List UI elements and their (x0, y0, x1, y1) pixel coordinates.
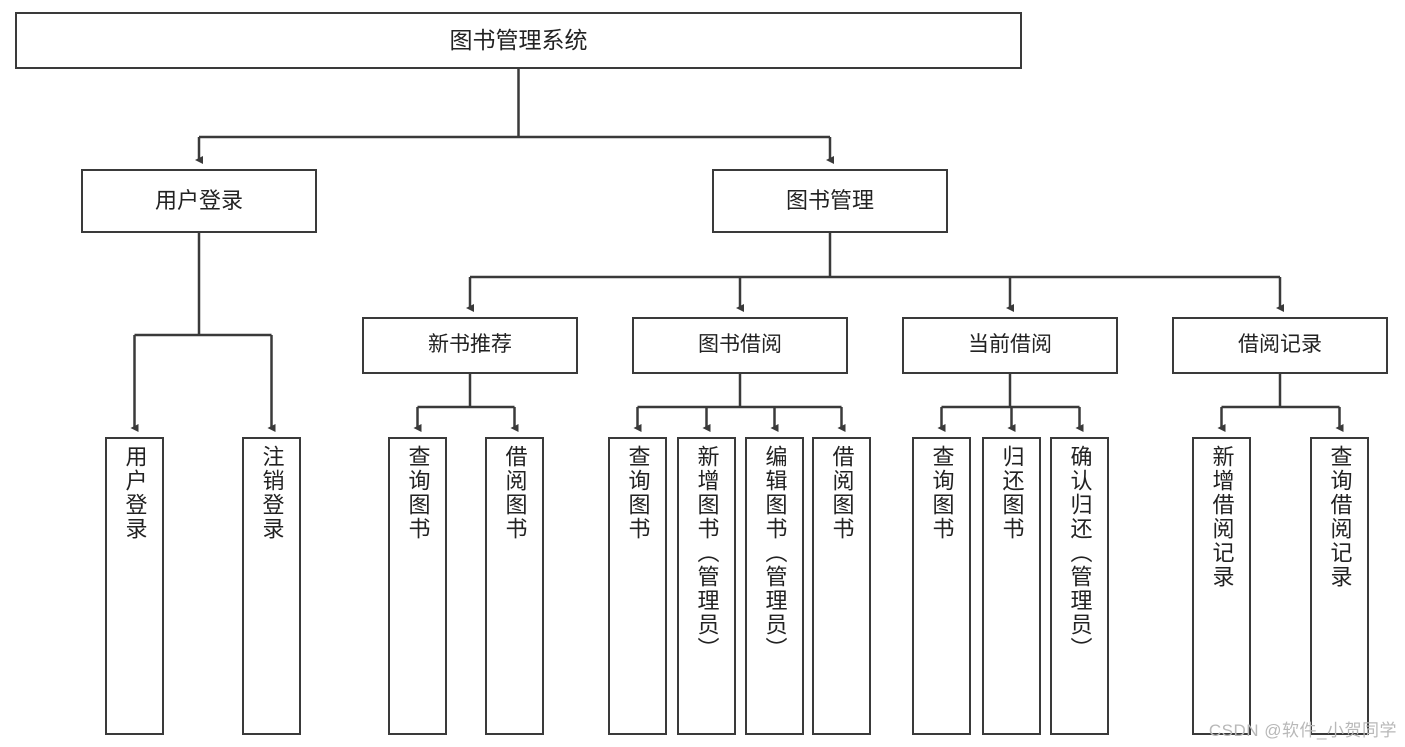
node-leaf-cb-confirm[interactable]: 确认归还（管理员） (1050, 437, 1109, 735)
watermark-text: CSDN @软件_小贺同学 (1208, 721, 1397, 740)
node-label: 图书管理 (785, 188, 874, 214)
node-current-borrow[interactable]: 当前借阅 (902, 317, 1118, 374)
node-label: 新增借阅记录 (1209, 445, 1235, 589)
node-label: 借阅记录 (1238, 333, 1322, 357)
node-label: 查询借阅记录 (1327, 445, 1353, 589)
edge-group (130, 69, 1344, 432)
node-label: 归还图书 (999, 445, 1025, 541)
node-label: 借阅图书 (829, 445, 855, 541)
node-leaf-user-login[interactable]: 用户登录 (105, 437, 164, 735)
node-book-manage[interactable]: 图书管理 (712, 169, 948, 233)
node-leaf-cb-query[interactable]: 查询图书 (912, 437, 971, 735)
node-leaf-bb-edit[interactable]: 编辑图书（管理员） (745, 437, 804, 735)
node-label: 查询图书 (929, 445, 955, 541)
node-leaf-rec-borrow[interactable]: 借阅图书 (485, 437, 544, 735)
node-new-book-rec[interactable]: 新书推荐 (362, 317, 578, 374)
node-user-login[interactable]: 用户登录 (81, 169, 317, 233)
node-label: 新增图书（管理员） (694, 445, 720, 661)
node-label: 新书推荐 (428, 333, 512, 357)
node-label: 图书借阅 (698, 333, 782, 357)
node-leaf-br-query[interactable]: 查询借阅记录 (1310, 437, 1369, 735)
node-label: 用户登录 (154, 188, 243, 214)
node-label: 编辑图书（管理员） (762, 445, 788, 661)
node-leaf-bb-query[interactable]: 查询图书 (608, 437, 667, 735)
node-leaf-bb-borrow[interactable]: 借阅图书 (812, 437, 871, 735)
node-label: 用户登录 (122, 445, 148, 541)
node-leaf-bb-add[interactable]: 新增图书（管理员） (677, 437, 736, 735)
node-label: 当前借阅 (968, 333, 1052, 357)
node-leaf-rec-query[interactable]: 查询图书 (388, 437, 447, 735)
node-leaf-user-logout[interactable]: 注销登录 (242, 437, 301, 735)
node-label: 查询图书 (625, 445, 651, 541)
node-book-borrow[interactable]: 图书借阅 (632, 317, 848, 374)
node-leaf-br-add[interactable]: 新增借阅记录 (1192, 437, 1251, 735)
node-label: 确认归还（管理员） (1067, 445, 1093, 661)
node-label: 注销登录 (259, 445, 285, 541)
node-label: 图书管理系统 (449, 26, 588, 53)
node-label: 借阅图书 (502, 445, 528, 541)
node-borrow-record[interactable]: 借阅记录 (1172, 317, 1388, 374)
node-root[interactable]: 图书管理系统 (15, 12, 1022, 69)
node-label: 查询图书 (405, 445, 431, 541)
node-leaf-cb-return[interactable]: 归还图书 (982, 437, 1041, 735)
